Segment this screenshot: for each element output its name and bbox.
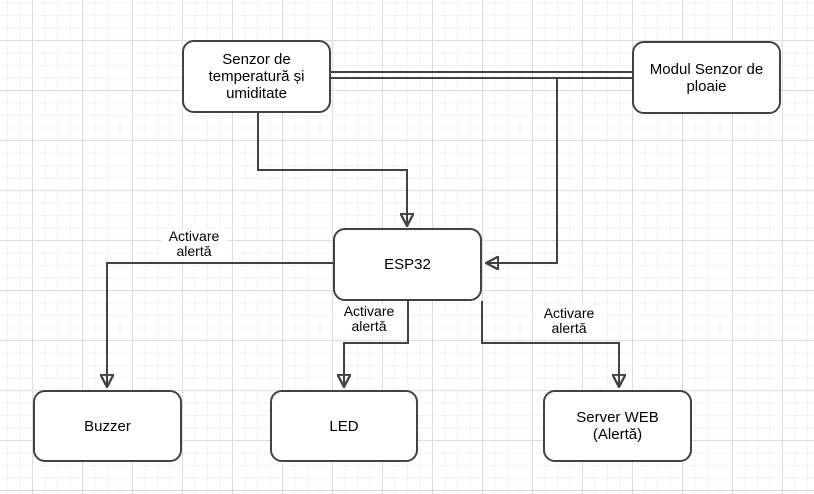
node-web-server-alert-label: Server WEB (Alertă) [576,409,659,443]
node-temperature-humidity-sensor-label: Senzor de temperatură și umiditate [208,51,305,102]
node-temperature-humidity-sensor[interactable]: Senzor de temperatură și umiditate [182,40,331,113]
node-buzzer-label: Buzzer [84,417,131,435]
connector-rain-to-esp32[interactable] [331,77,632,263]
node-web-server-alert[interactable]: Server WEB (Alertă) [543,390,692,462]
node-rain-sensor-module[interactable]: Modul Senzor de ploaie [632,41,781,114]
connector-esp32-to-led[interactable] [344,301,409,387]
node-rain-sensor-module-label: Modul Senzor de ploaie [649,60,764,95]
node-esp32[interactable]: ESP32 [333,228,482,301]
node-buzzer[interactable]: Buzzer [33,390,182,462]
edge-label-activare-alerta-web[interactable]: Activare alertă [536,306,602,336]
edge-label-activare-alerta-buzzer[interactable]: Activare alertă [161,229,227,259]
connector-esp32-to-server[interactable] [481,301,619,387]
node-led-label: LED [329,417,359,435]
node-esp32-label: ESP32 [384,256,431,273]
node-led[interactable]: LED [270,390,418,462]
edge-label-activare-alerta-led[interactable]: Activare alertă [336,304,402,334]
connector-esp32-to-buzzer[interactable] [107,262,333,387]
connector-temp-to-esp32[interactable] [257,113,407,226]
